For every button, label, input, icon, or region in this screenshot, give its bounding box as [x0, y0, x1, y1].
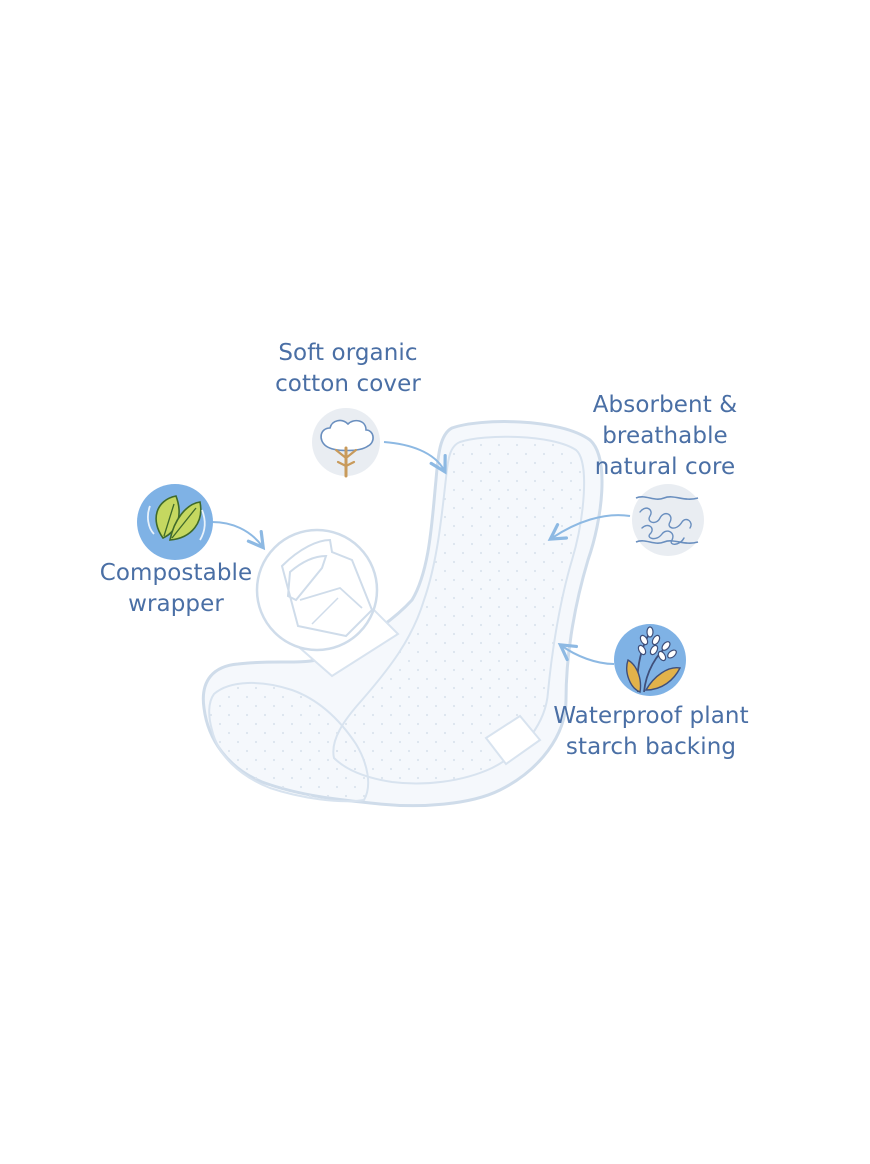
leaf-recycle-icon: [137, 484, 213, 560]
callout-arrows: [211, 441, 631, 665]
label-core-line-1: Absorbent &: [592, 392, 738, 418]
label-wrapper-line-1: Compostable: [99, 560, 253, 586]
arrow-wrapper: [211, 521, 266, 551]
pad-illustration: [201, 420, 604, 808]
fiber-core-icon: [632, 484, 704, 556]
arrow-core: [547, 514, 631, 541]
label-core: Absorbent & breathable natural core: [582, 390, 748, 483]
cotton-boll-icon: [312, 408, 380, 478]
label-wrapper: Compostable wrapper: [92, 558, 260, 620]
pad-inner-surface: [332, 435, 586, 785]
label-core-line-3: natural core: [594, 454, 736, 480]
arrow-cotton: [383, 441, 447, 475]
pad-back-tab: [484, 714, 542, 766]
label-wrapper-line-2: wrapper: [128, 591, 224, 617]
arrow-backing: [557, 642, 615, 665]
label-cotton-cover: Soft organic cotton cover: [268, 338, 428, 400]
label-cotton-line-2: cotton cover: [275, 371, 421, 397]
label-core-line-2: breathable: [602, 423, 728, 449]
folded-wrapper-icon: [255, 528, 379, 652]
wheat-plant-icon: [614, 624, 686, 696]
label-backing-line-2: starch backing: [565, 734, 737, 760]
label-cotton-line-1: Soft organic: [278, 340, 418, 366]
label-backing: Waterproof plant starch backing: [545, 701, 757, 763]
label-backing-line-1: Waterproof plant: [553, 703, 749, 729]
pad-front-wing: [208, 682, 370, 803]
